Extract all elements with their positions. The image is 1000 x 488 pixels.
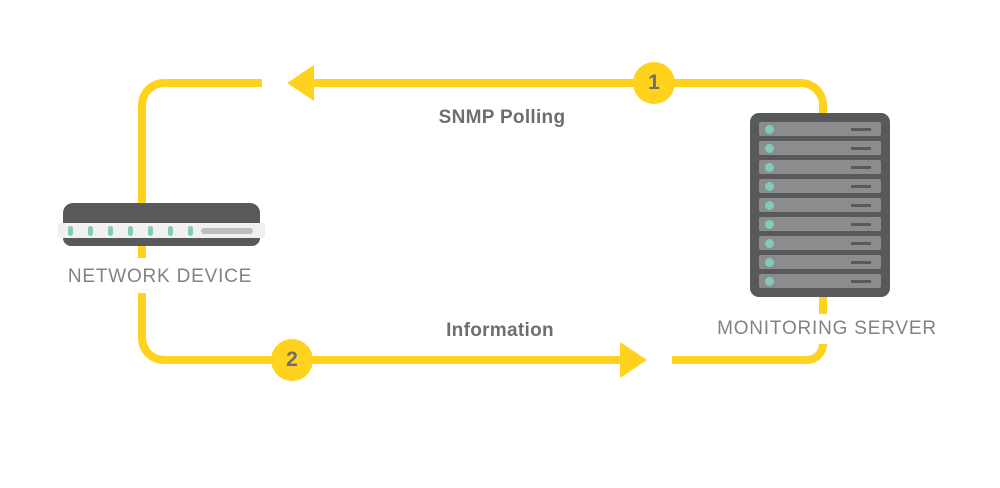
server-slot-vent-icon	[851, 279, 871, 283]
device-led-icon	[148, 225, 153, 236]
server-rack-slot	[759, 198, 881, 212]
step-2-number: 2	[286, 348, 298, 371]
monitoring-server-label: MONITORING SERVER	[697, 314, 957, 344]
network-device-icon	[58, 203, 265, 246]
server-slot-vent-icon	[851, 241, 871, 245]
server-rack-slot	[759, 217, 881, 231]
information-label: Information	[446, 320, 554, 341]
network-device-label: NETWORK DEVICE	[30, 262, 290, 292]
device-led-icon	[128, 225, 133, 236]
flow-line-top-left	[138, 79, 262, 258]
step-1-badge: 1	[633, 62, 675, 104]
server-slot-led-icon	[765, 219, 774, 229]
server-slot-vent-icon	[851, 203, 871, 207]
server-slot-vent-icon	[851, 146, 871, 150]
server-rack-slot	[759, 141, 881, 155]
server-slot-vent-icon	[851, 222, 871, 226]
device-led-icon	[168, 225, 173, 236]
device-led-icon	[68, 225, 73, 236]
server-slot-vent-icon	[851, 127, 871, 131]
server-slot-led-icon	[765, 257, 774, 267]
server-slot-led-icon	[765, 276, 774, 286]
device-led-icon	[108, 225, 113, 236]
device-led-row	[68, 225, 193, 236]
server-rack-slot	[759, 179, 881, 193]
server-slot-vent-icon	[851, 184, 871, 188]
server-rack-slot	[759, 160, 881, 174]
arrowhead-right-icon	[620, 342, 647, 378]
server-rack-slot	[759, 255, 881, 269]
step-2-badge: 2	[271, 339, 313, 381]
flow-line-bottom-left	[138, 293, 620, 364]
server-slot-vent-icon	[851, 165, 871, 169]
device-front-panel	[58, 223, 265, 238]
flow-line-top-right	[313, 79, 827, 115]
device-chassis-top	[63, 203, 260, 223]
server-slot-led-icon	[765, 200, 774, 210]
snmp-polling-label: SNMP Polling	[438, 107, 566, 128]
server-rack-slot	[759, 274, 881, 288]
server-slot-led-icon	[765, 238, 774, 248]
server-slot-led-icon	[765, 181, 774, 191]
device-chassis-bottom	[63, 238, 260, 246]
server-slot-led-icon	[765, 162, 774, 172]
arrowhead-left-icon	[287, 65, 314, 101]
monitoring-server-icon	[750, 113, 890, 297]
server-slot-vent-icon	[851, 260, 871, 264]
device-led-icon	[88, 225, 93, 236]
server-slot-led-icon	[765, 143, 774, 153]
flow-line-bottom-right	[672, 344, 827, 364]
server-rack-slot	[759, 236, 881, 250]
step-1-number: 1	[648, 71, 660, 94]
server-slot-led-icon	[765, 124, 774, 134]
server-rack-slot	[759, 122, 881, 136]
device-vent-bar	[201, 227, 253, 234]
device-led-icon	[188, 225, 193, 236]
